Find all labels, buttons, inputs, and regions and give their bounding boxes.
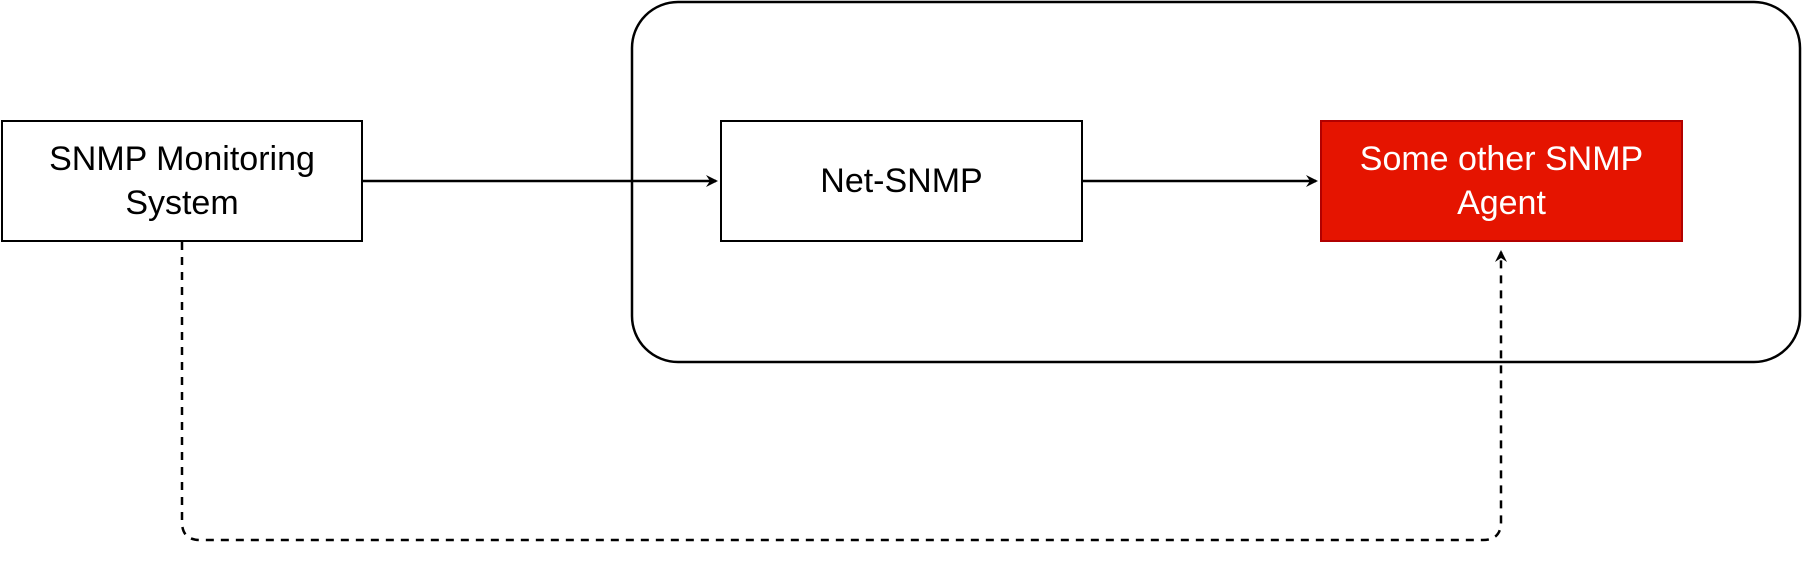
edge-monitoring-to-agent-dashed — [180, 242, 1507, 542]
node-net-snmp[interactable]: Net-SNMP — [720, 120, 1083, 242]
node-snmp-monitoring-system[interactable]: SNMP Monitoring System — [1, 120, 363, 242]
node-other-snmp-agent[interactable]: Some other SNMP Agent — [1320, 120, 1683, 242]
